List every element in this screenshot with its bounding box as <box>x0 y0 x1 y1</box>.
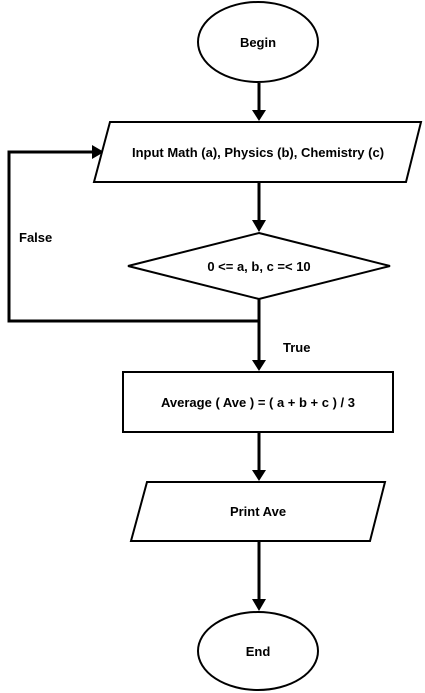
print-parallelogram <box>129 481 387 542</box>
begin-label: Begin <box>240 35 276 50</box>
begin-terminator <box>197 1 319 83</box>
condition-diamond <box>127 231 391 301</box>
end-terminator <box>197 611 319 691</box>
arrowhead-print <box>252 470 266 481</box>
condition-label: 0 <= a, b, c =< 10 <box>207 259 310 274</box>
true-branch-label: True <box>283 340 310 355</box>
arrowhead-average <box>252 360 266 371</box>
arrowhead-end <box>252 599 266 611</box>
print-label: Print Ave <box>230 504 286 519</box>
false-branch-label: False <box>19 230 52 245</box>
average-process-box <box>122 371 394 433</box>
input-parallelogram <box>92 121 423 183</box>
arrowhead-false-loop <box>92 145 104 159</box>
end-label: End <box>246 644 271 659</box>
false-loop-connector <box>7 150 261 323</box>
input-label: Input Math (a), Physics (b), Chemistry (… <box>132 145 384 160</box>
arrowhead-input <box>252 110 266 121</box>
arrowhead-condition <box>252 220 266 232</box>
average-label: Average ( Ave ) = ( a + b + c ) / 3 <box>161 395 355 410</box>
